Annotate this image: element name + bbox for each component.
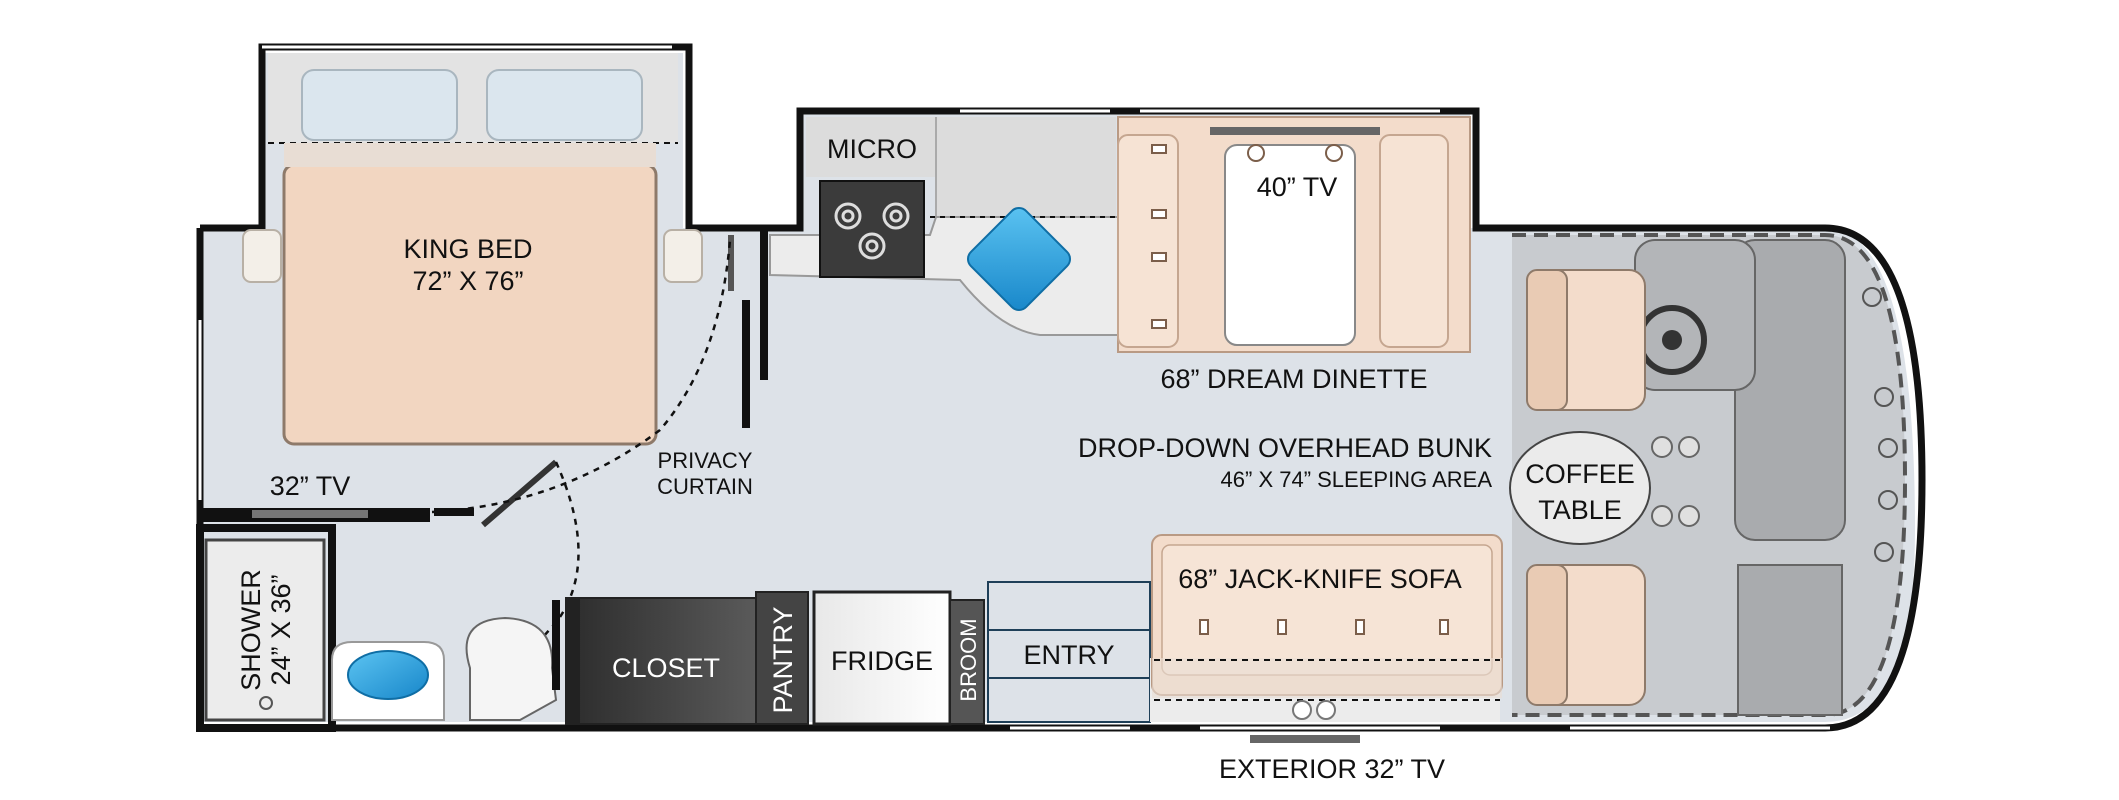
label-coffee: COFFEE: [1525, 459, 1635, 489]
label-fridge: FRIDGE: [831, 646, 933, 676]
label-dream-dinette: 68” DREAM DINETTE: [1160, 364, 1427, 394]
label-table: TABLE: [1538, 495, 1622, 525]
bedroom: [242, 53, 703, 446]
coffee-table: [1509, 431, 1651, 545]
label-entry: ENTRY: [1023, 640, 1114, 670]
bedroom-partition: [200, 230, 768, 528]
windows: [198, 45, 1830, 730]
label-bunk-size: 46” X 74” SLEEPING AREA: [1221, 467, 1493, 492]
label-king-bed: KING BED: [403, 234, 532, 264]
burner-icon: [834, 202, 910, 260]
pillow-left: [301, 69, 458, 141]
label-micro: MICRO: [827, 134, 917, 164]
dash-vents: [1862, 287, 1898, 562]
exterior-walls: [196, 43, 1926, 732]
fridge: [812, 590, 952, 726]
dream-dinette: [1117, 116, 1471, 353]
label-exterior-tv: EXTERIOR 32” TV: [1219, 754, 1445, 784]
bathroom: [196, 524, 560, 732]
cab: [1509, 233, 1908, 717]
closet: [565, 597, 757, 725]
kitchen-sink: [966, 206, 1072, 312]
storage-row: [565, 590, 985, 726]
label-overhead-bunk: DROP-DOWN OVERHEAD BUNK: [1078, 433, 1492, 463]
pantry: [755, 591, 809, 725]
sink-basin: [347, 650, 429, 700]
label-curtain: CURTAIN: [657, 474, 753, 499]
kitchen: [769, 117, 1121, 336]
label-jack-knife-sofa: 68” JACK-KNIFE SOFA: [1178, 564, 1462, 594]
label-shower-size: 24” X 36”: [266, 574, 296, 685]
label-broom: BROOM: [956, 618, 981, 701]
label-privacy: PRIVACY: [658, 448, 753, 473]
broom-closet: [949, 599, 985, 725]
toilet: [465, 616, 558, 721]
label-shower: SHOWER: [236, 569, 266, 691]
shower-drain: [259, 696, 273, 710]
tv-32-mount: [252, 510, 368, 518]
tv-40-mount: [1210, 127, 1380, 135]
label-pantry: PANTRY: [768, 606, 798, 713]
door-swings: [431, 239, 732, 721]
exterior-tv-mount: [1250, 735, 1360, 743]
label-32-tv: 32” TV: [270, 471, 351, 501]
label-king-bed-size: 72” X 76”: [412, 266, 523, 296]
shower-stall: [204, 538, 326, 722]
label-40-tv: 40” TV: [1257, 172, 1338, 202]
label-closet: CLOSET: [612, 653, 720, 683]
jack-knife-sofa: [1150, 534, 1503, 743]
pillow-right: [486, 69, 643, 141]
king-bed: [282, 163, 658, 446]
cooktop: [819, 180, 925, 278]
entry-steps: [987, 581, 1151, 723]
labels: MICRO 40” TV KING BED 72” X 76” 68” DREA…: [236, 134, 1635, 784]
dinette-table: [1224, 144, 1356, 346]
